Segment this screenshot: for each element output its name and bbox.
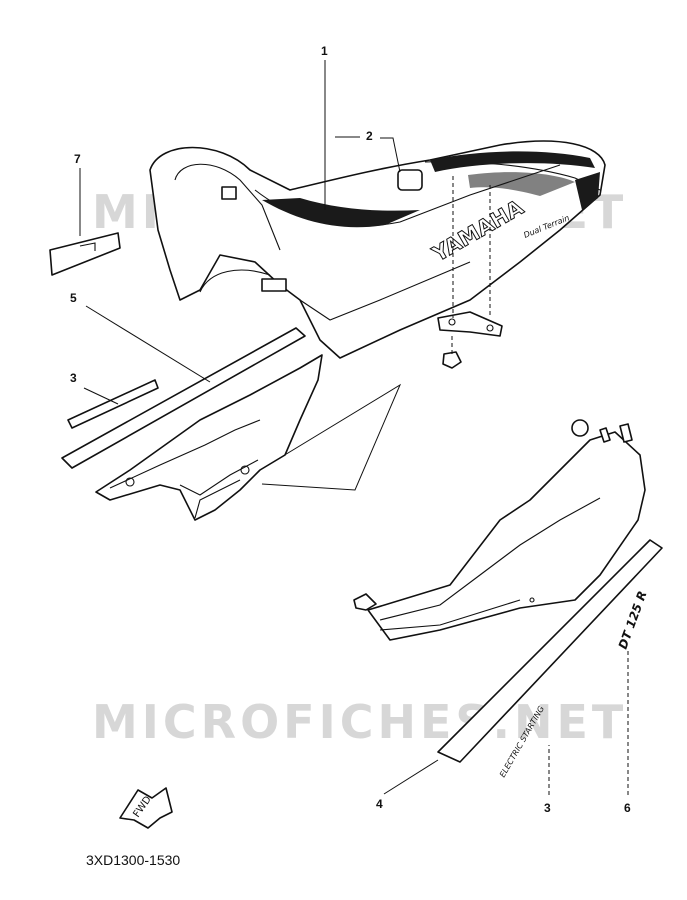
diagram-code: 3XD1300-1530 — [86, 852, 181, 868]
callout-3-bottom: 3 — [544, 801, 551, 815]
callout-6: 6 — [624, 801, 631, 815]
callout-3-top: 3 — [70, 371, 77, 385]
side-cover-right — [353, 419, 646, 641]
decal-7 — [49, 232, 121, 276]
side-cover-left — [95, 354, 402, 521]
strip-4 — [437, 539, 663, 763]
callout-1: 1 — [321, 44, 328, 58]
callout-5: 5 — [70, 291, 77, 305]
model-emblem-text: DT 125 R — [616, 589, 650, 651]
leader-lines — [79, 60, 629, 795]
watermark-bottom: MICROFICHES.NET — [92, 695, 627, 749]
seat-tail-cowl: YAMAHA Dual Terrain — [149, 140, 606, 359]
fwd-arrow: FWD — [119, 787, 173, 829]
callout-4: 4 — [376, 797, 383, 811]
callout-2: 2 — [366, 129, 373, 143]
seat-bracket — [437, 176, 503, 369]
callout-7: 7 — [74, 152, 81, 166]
strip-3-top — [67, 379, 159, 429]
strip-5 — [61, 327, 306, 469]
